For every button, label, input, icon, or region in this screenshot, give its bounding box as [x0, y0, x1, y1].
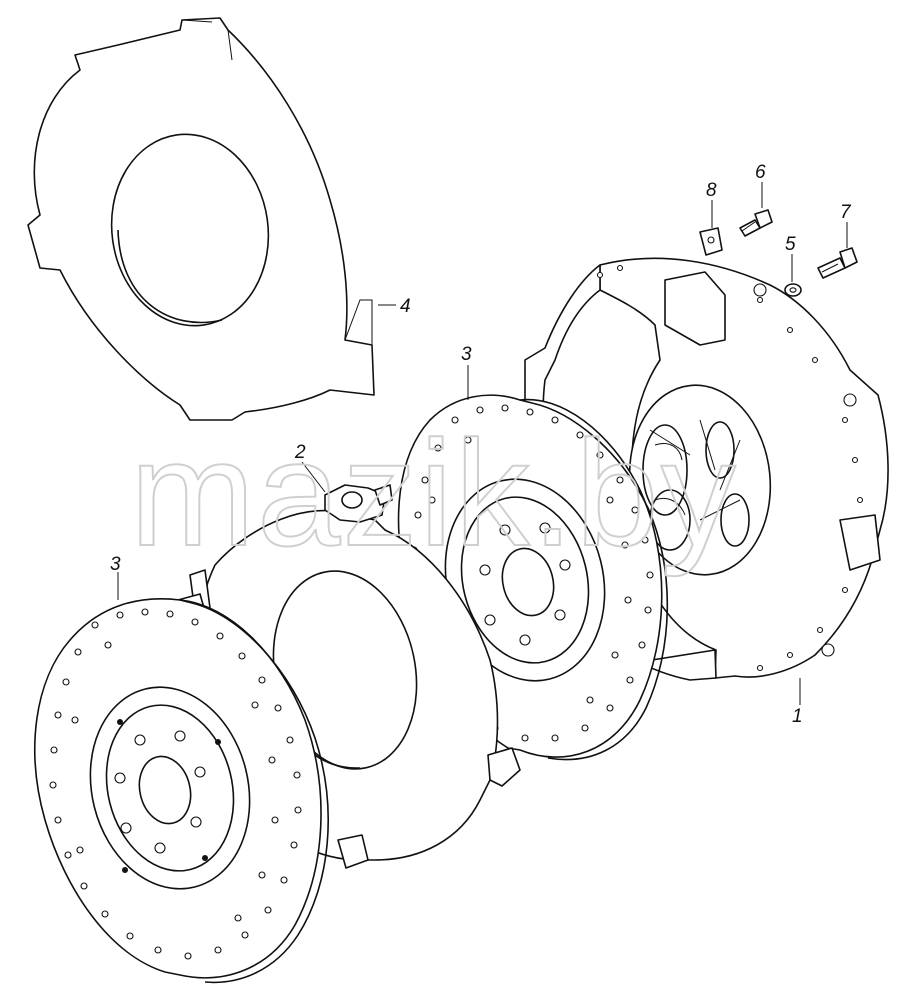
cover-bolt-holes	[596, 264, 864, 672]
leader-lines	[117, 304, 801, 705]
rear-hub-holes	[479, 522, 571, 646]
part-3-driven-disc-front	[34, 597, 329, 984]
part-4-intermediate-plate	[27, 17, 375, 421]
callout-3-front: 3	[110, 554, 121, 575]
callout-6: 6	[755, 162, 766, 183]
part-1-pressure-plate-assembly	[524, 257, 889, 681]
watermark: mazik.by	[130, 409, 738, 577]
callout-4: 4	[400, 296, 411, 317]
front-hub-holes	[114, 730, 206, 854]
part-2-lever	[301, 461, 393, 523]
front-disc-holes	[49, 608, 302, 960]
callout-3-rear: 3	[461, 344, 472, 365]
callout-7: 7	[840, 202, 852, 223]
part-5-washer	[784, 254, 802, 297]
part-6-bolt	[739, 182, 773, 237]
callout-8: 8	[706, 180, 717, 201]
part-7-bolt	[817, 222, 858, 279]
callout-1: 1	[792, 706, 803, 727]
callout-5: 5	[785, 234, 796, 255]
callout-2: 2	[294, 442, 306, 463]
part-8-lock-plate	[699, 200, 723, 256]
